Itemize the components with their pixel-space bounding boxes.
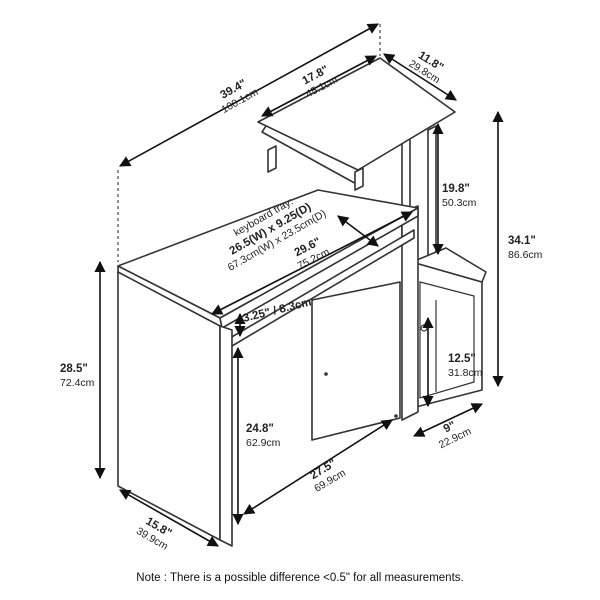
shelf-clearance-in: 19.8" [442, 183, 470, 195]
shelf-width-arrow [261, 55, 377, 117]
desk-height-cm: 72.4cm [60, 377, 95, 389]
shelf-depth-arrow [383, 53, 457, 101]
desk-left-panel-edge [219, 325, 233, 547]
cubby-height-cm: 31.8cm [448, 367, 483, 379]
leg-clearance-width-arrow [243, 419, 393, 515]
cubby-front [411, 261, 483, 409]
shelf-leg [267, 145, 277, 173]
total-height-cm: 86.6cm [508, 249, 543, 261]
overall-width-arrow [119, 23, 379, 167]
desk-depth-arrow [119, 489, 219, 547]
shelf-leg [354, 167, 364, 191]
measurement-note: Note : There is a possible difference <0… [136, 572, 463, 584]
cubby-width-in: 9" [442, 420, 458, 436]
total-height-in: 34.1" [508, 235, 536, 247]
cubby-opening [419, 281, 475, 399]
leg-clearance-height-cm: 62.9cm [246, 437, 281, 449]
desk-height-in: 28.5" [60, 363, 88, 375]
desk-width-arrow [211, 211, 413, 315]
cubby-width-arrow [412, 403, 484, 437]
modesty-panel [311, 281, 401, 441]
leg-clearance-height-in: 24.8" [246, 423, 274, 435]
dimension-lines [94, 23, 504, 547]
shelf-support [427, 125, 437, 257]
cubby-height-in: 12.5" [448, 353, 476, 365]
shelf-clearance-cm: 50.3cm [442, 197, 477, 209]
